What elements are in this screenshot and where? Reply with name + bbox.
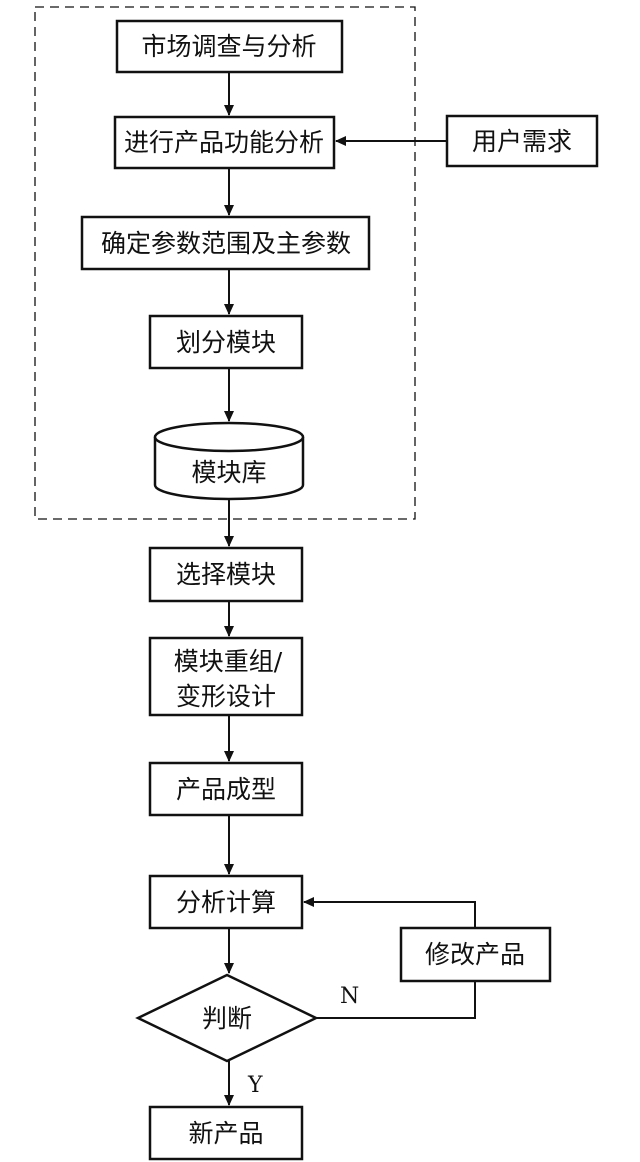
node-divide-modules-label: 划分模块 (176, 328, 276, 357)
node-parameters: 确定参数范围及主参数 (80, 215, 371, 271)
node-module-library-label: 模块库 (191, 458, 266, 487)
edge-label-yes: Y (247, 1073, 263, 1098)
node-product-forming-label: 产品成型 (176, 775, 276, 804)
node-new-product: 新产品 (148, 1105, 304, 1161)
node-select-modules: 选择模块 (148, 546, 304, 603)
node-user-needs: 用户需求 (445, 114, 599, 168)
node-function-analysis-label: 进行产品功能分析 (124, 128, 324, 157)
module-design-group-boundary (34, 6, 416, 520)
node-recombine-design-line2: 变形设计 (176, 682, 276, 711)
edge-decision-no-to-modify (316, 981, 476, 1019)
edge-label-no: N (340, 984, 359, 1009)
node-module-library: 模块库 (153, 421, 305, 501)
node-function-analysis: 进行产品功能分析 (113, 115, 336, 170)
node-divide-modules: 划分模块 (148, 314, 304, 370)
node-product-forming: 产品成型 (148, 761, 304, 817)
node-analysis-calculation-label: 分析计算 (176, 888, 276, 917)
node-decision-label: 判断 (202, 1004, 252, 1033)
node-market-research-label: 市场调查与分析 (141, 32, 316, 61)
node-recombine-design-line1: 模块重组/ (174, 647, 283, 676)
node-user-needs-label: 用户需求 (472, 127, 572, 156)
node-modify-product-label: 修改产品 (425, 940, 525, 969)
node-decision: 判断 (135, 973, 319, 1063)
node-modify-product: 修改产品 (399, 926, 552, 983)
node-parameters-label: 确定参数范围及主参数 (101, 229, 351, 258)
node-market-research: 市场调查与分析 (115, 19, 344, 74)
node-recombine-design: 模块重组/ 变形设计 (148, 636, 304, 717)
node-analysis-calculation: 分析计算 (148, 874, 304, 930)
edge-modify-to-calc (303, 897, 476, 928)
node-select-modules-label: 选择模块 (176, 560, 276, 589)
node-new-product-label: 新产品 (188, 1119, 263, 1148)
